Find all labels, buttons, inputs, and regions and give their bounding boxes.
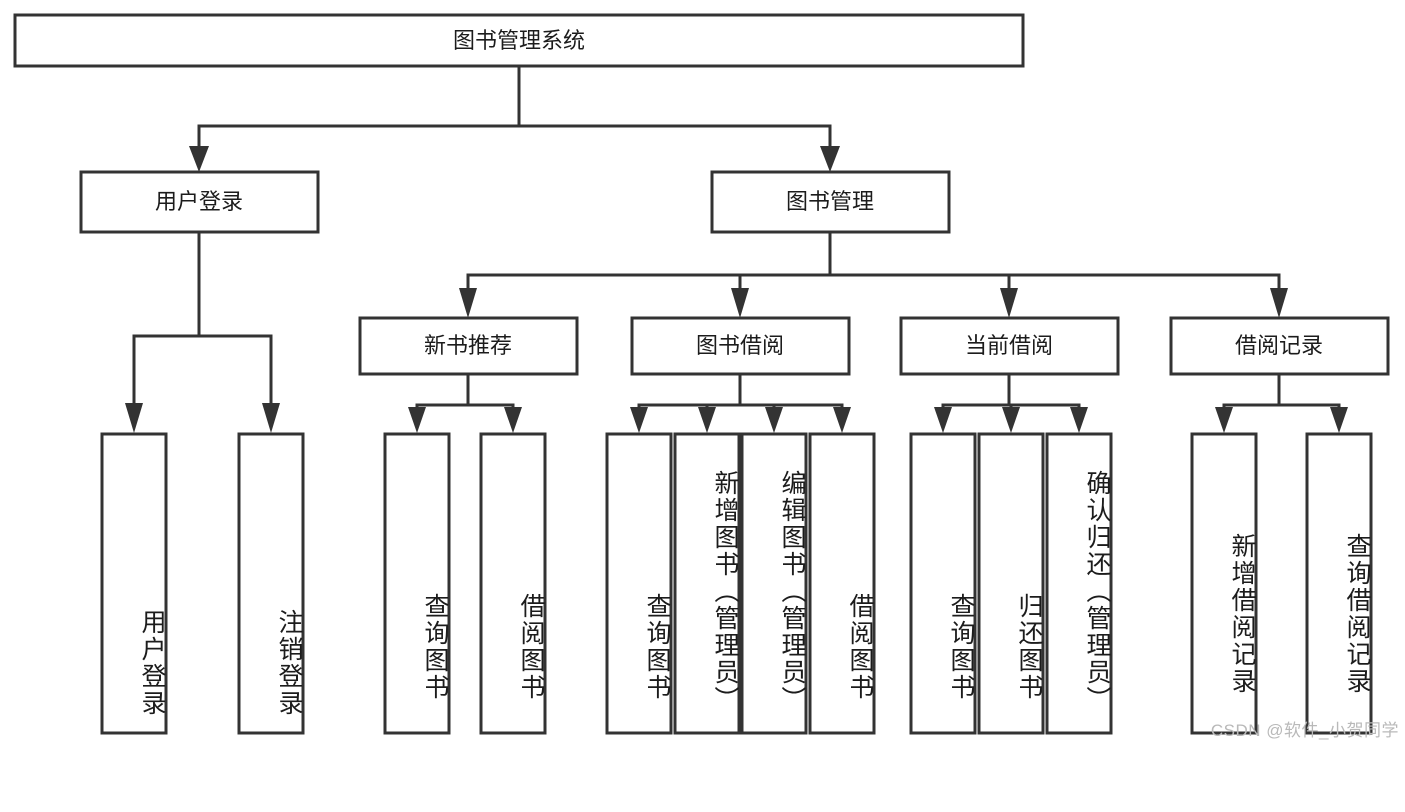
leaf-query-borrow-record-box[interactable]	[1305, 432, 1373, 735]
node-borrow-record[interactable]: 借阅记录	[1169, 316, 1390, 376]
node-current-borrow[interactable]: 当前借阅	[899, 316, 1120, 376]
arrow-head-leaf-query-book-3	[934, 407, 952, 433]
node-book-borrow-label: 图书借阅	[696, 333, 784, 358]
arrow-head-leaf-query-book-2	[630, 407, 648, 433]
node-user-login-label: 用户登录	[155, 189, 243, 214]
leaf-user-login-box[interactable]	[100, 432, 168, 735]
arrow-head-borrow-record	[1270, 288, 1288, 318]
arrow-head-leaf-query-book-1	[408, 407, 426, 433]
node-book-manage[interactable]: 图书管理	[710, 170, 951, 234]
node-root-label: 图书管理系统	[453, 28, 585, 53]
leaf-confirm-return-box[interactable]	[1045, 432, 1113, 735]
connector-group-root	[189, 64, 840, 172]
arrow-head-leaf-logout-login	[262, 403, 280, 433]
arrow-head-leaf-add-borrow-record	[1215, 407, 1233, 433]
node-book-borrow-box[interactable]	[630, 316, 851, 376]
leaf-add-borrow-record-box[interactable]	[1190, 432, 1258, 735]
leaf-query-book-1-box[interactable]	[383, 432, 451, 735]
arrow-head-leaf-user-login	[125, 403, 143, 433]
leaf-borrow-book-1-box[interactable]	[479, 432, 547, 735]
node-user-login[interactable]: 用户登录	[79, 170, 320, 234]
connector-group-new-book-recommend	[408, 372, 522, 433]
node-book-manage-label: 图书管理	[786, 189, 874, 214]
node-current-borrow-label: 当前借阅	[965, 333, 1053, 358]
arrow-head-new-book-recommend	[459, 288, 477, 318]
arrow-head-leaf-borrow-book-2	[833, 407, 851, 433]
csdn-watermark: CSDN @软件_小贺同学	[1210, 721, 1399, 740]
arrow-head-leaf-query-borrow-record	[1330, 407, 1348, 433]
diagram-canvas: 图书管理系统 用户登录 图书管理 新书推荐 图书借阅 当前借阅 借阅记录	[13, 13, 1399, 740]
leaf-query-book-3-box[interactable]	[909, 432, 977, 735]
arrow-head-leaf-confirm-return	[1070, 407, 1088, 433]
node-borrow-record-box[interactable]	[1169, 316, 1390, 376]
leaf-query-book-2-box[interactable]	[605, 432, 673, 735]
node-book-borrow[interactable]: 图书借阅	[630, 316, 851, 376]
arrow-head-book-borrow	[731, 288, 749, 318]
connector-group-user-login	[125, 230, 280, 433]
node-root-box[interactable]	[13, 13, 1025, 68]
connector-group-borrow-record	[1215, 372, 1348, 433]
node-borrow-record-label: 借阅记录	[1235, 333, 1323, 358]
leaf-logout-login-box[interactable]	[237, 432, 305, 735]
connector-group-book-manage	[459, 230, 1288, 318]
arrow-head-leaf-return-book	[1002, 407, 1020, 433]
node-book-manage-box[interactable]	[710, 170, 951, 234]
arrow-head-user-login	[189, 146, 209, 172]
connector-group-current-borrow	[934, 372, 1088, 433]
arrow-head-book-manage	[820, 146, 840, 172]
node-root[interactable]: 图书管理系统	[13, 13, 1025, 68]
arrow-head-leaf-borrow-book-1	[504, 407, 522, 433]
node-new-book-recommend-box[interactable]	[358, 316, 579, 376]
flowchart-svg: 图书管理系统 用户登录 图书管理 新书推荐 图书借阅 当前借阅 借阅记录	[13, 13, 1390, 735]
arrow-head-leaf-add-book	[698, 407, 716, 433]
node-user-login-box[interactable]	[79, 170, 320, 234]
leaf-borrow-book-2-box[interactable]	[808, 432, 876, 735]
leaf-return-book-box[interactable]	[977, 432, 1045, 735]
node-new-book-recommend-label: 新书推荐	[424, 333, 512, 358]
leaf-add-book-box[interactable]	[673, 432, 741, 735]
node-current-borrow-box[interactable]	[899, 316, 1120, 376]
leaf-box-group	[100, 432, 1373, 735]
arrow-head-current-borrow	[1000, 288, 1018, 318]
leaf-edit-book-box[interactable]	[740, 432, 808, 735]
arrow-head-leaf-edit-book	[765, 407, 783, 433]
connector-group-book-borrow	[630, 372, 851, 433]
node-new-book-recommend[interactable]: 新书推荐	[358, 316, 579, 376]
